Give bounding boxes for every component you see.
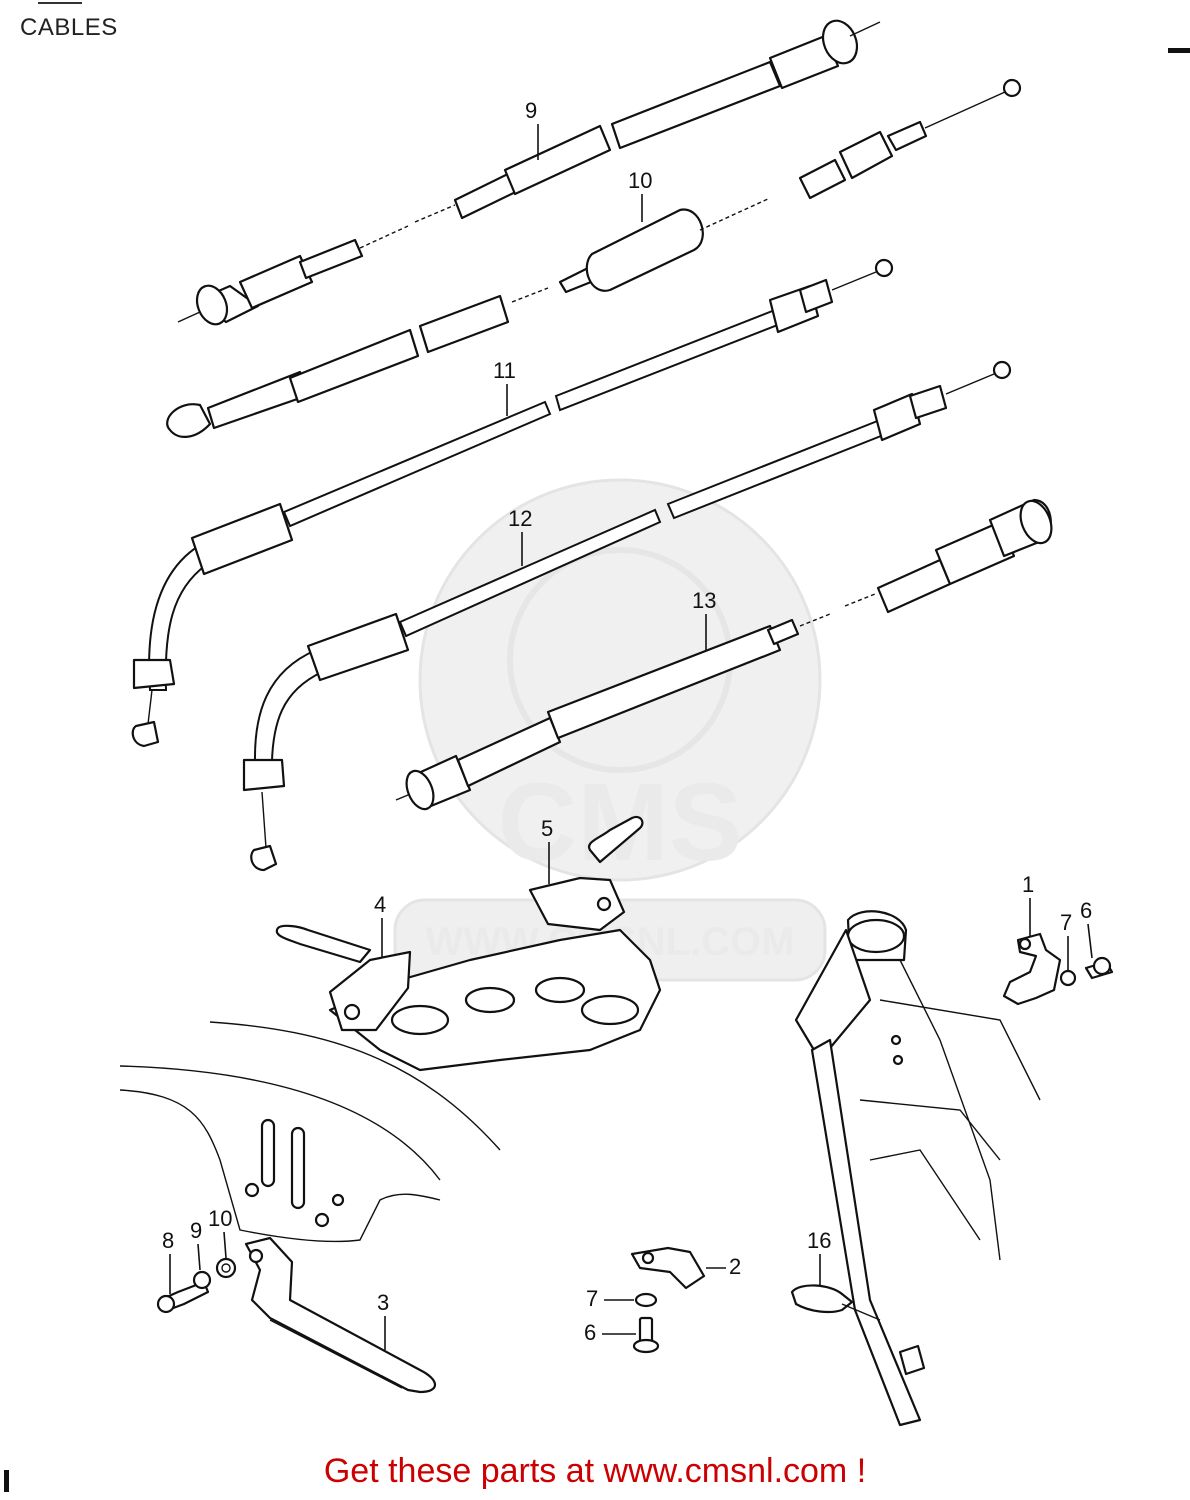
svg-text:2: 2: [729, 1254, 741, 1279]
part-8-bolt: [156, 1280, 210, 1314]
svg-text:8: 8: [162, 1228, 174, 1253]
part-5-cable-guide: [528, 815, 644, 932]
svg-text:1: 1: [1022, 872, 1034, 897]
cable-12: [166, 78, 1022, 438]
callout-10: 10: [208, 1206, 232, 1259]
part-2-bracket: [630, 1246, 706, 1290]
callout-5: 5: [541, 816, 553, 884]
part-9-washer: [192, 1270, 212, 1290]
cable-11: [177, 19, 881, 326]
callout-16: 16: [807, 1228, 831, 1286]
part-1-bracket: [1002, 932, 1062, 1006]
svg-text:12: 12: [508, 506, 532, 531]
callout-7-upper: 7: [1060, 910, 1072, 970]
page-title: CABLES: [20, 14, 118, 41]
edge-mark: [1168, 48, 1190, 53]
callout-1: 1: [1022, 872, 1034, 936]
footer-link[interactable]: Get these parts at www.cmsnl.com !: [323, 1452, 867, 1490]
watermark-brand: CMS: [498, 761, 742, 884]
callout-7-lower: 7: [586, 1286, 634, 1311]
svg-text:10: 10: [628, 168, 652, 193]
callout-13: 11: [493, 358, 516, 416]
callout-8: 8: [162, 1228, 174, 1294]
svg-text:11: 11: [493, 358, 516, 383]
svg-text:4: 4: [374, 892, 386, 917]
callout-6-upper: 6: [1080, 898, 1093, 959]
part-10-nut: [215, 1257, 237, 1279]
svg-text:10: 10: [208, 1206, 232, 1231]
cable-13: [131, 258, 894, 748]
callout-11: 9: [525, 98, 539, 160]
callout-15: 13: [692, 588, 716, 650]
part-16-clamp: [790, 1284, 881, 1321]
svg-text:9: 9: [525, 98, 537, 123]
callout-12: 10: [628, 168, 652, 222]
callout-3: 3: [377, 1290, 389, 1350]
part-6-bolt-lower: [632, 1316, 660, 1354]
edge-mark: [4, 1470, 9, 1492]
cable-14: [242, 360, 1012, 872]
callout-6-lower: 6: [584, 1320, 636, 1345]
part-7-nut-upper: [1059, 969, 1077, 987]
svg-text:16: 16: [807, 1228, 831, 1253]
svg-text:9: 9: [190, 1218, 202, 1243]
part-3-bracket: [244, 1236, 437, 1394]
svg-text:6: 6: [584, 1320, 596, 1345]
part-4-cable-guide: [275, 924, 412, 1032]
heading-rule: [38, 2, 82, 4]
callout-9: 9: [190, 1218, 202, 1271]
svg-text:13: 13: [692, 588, 716, 613]
callout-14: 12: [508, 506, 532, 566]
front-fender-panel: [119, 1021, 501, 1243]
svg-text:5: 5: [541, 816, 553, 841]
frame-headstock: [794, 910, 1041, 1427]
part-6-bolt-upper: [1084, 956, 1114, 980]
svg-text:6: 6: [1080, 898, 1092, 923]
svg-text:7: 7: [1060, 910, 1072, 935]
callout-4: 4: [374, 892, 386, 958]
part-7-nut-lower: [634, 1292, 658, 1308]
cable-15: [395, 498, 1053, 811]
steering-stem-bracket: [328, 928, 662, 1072]
svg-text:7: 7: [586, 1286, 598, 1311]
svg-text:3: 3: [377, 1290, 389, 1315]
callout-2: 2: [706, 1254, 741, 1279]
